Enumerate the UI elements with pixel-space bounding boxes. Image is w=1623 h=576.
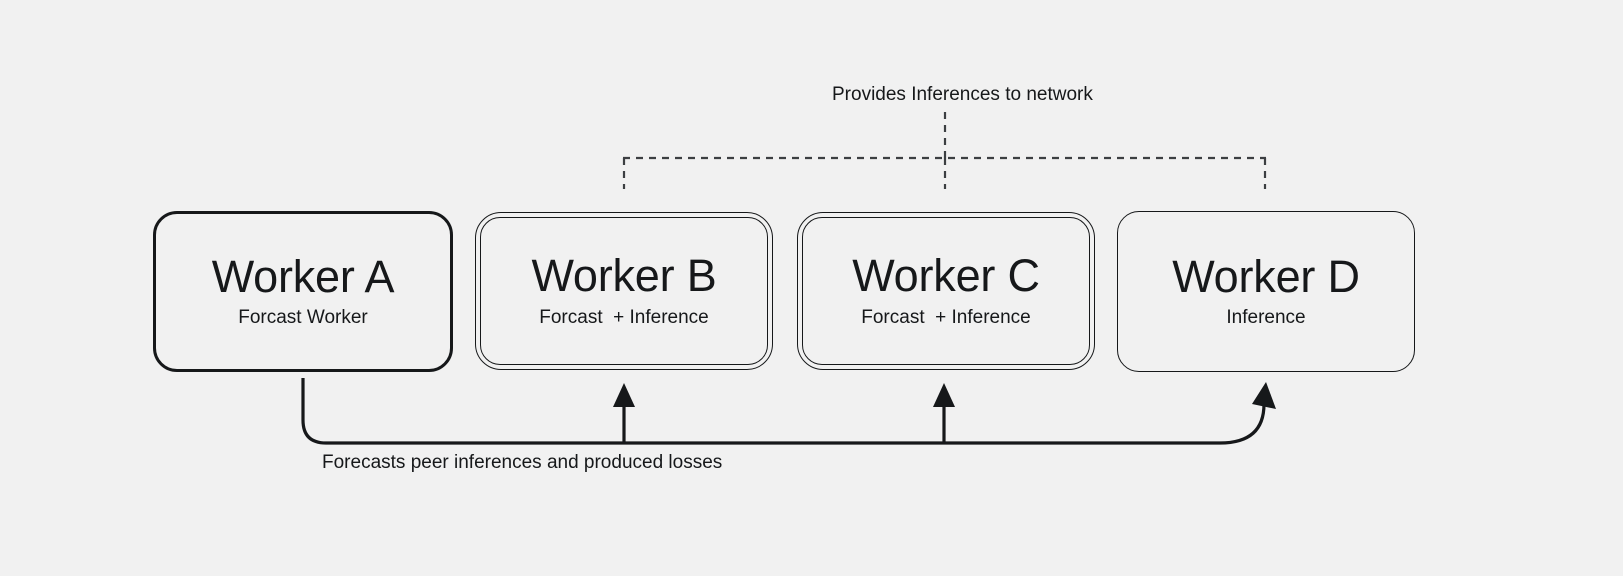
forecast-bus-solid (301, 378, 1266, 445)
forecast-riser-worker-d (1219, 403, 1266, 445)
node-title: Worker B (531, 250, 717, 302)
inference-bus-label: Provides Inferences to network (832, 84, 1093, 105)
node-title: Worker D (1172, 250, 1360, 302)
node-worker-b[interactable]: Worker B Forcast + Inference (475, 212, 773, 370)
arrowhead-worker-b (613, 383, 635, 407)
node-worker-d[interactable]: Worker D Inference (1117, 211, 1415, 372)
forecast-bus-label: Forecasts peer inferences and produced l… (322, 452, 723, 473)
node-subtitle: Forcast + Inference (539, 306, 709, 328)
node-worker-c[interactable]: Worker C Forcast + Inference (797, 212, 1095, 370)
node-subtitle: Inference (1226, 307, 1306, 329)
node-title: Worker A (211, 250, 395, 302)
arrowhead-worker-d (1252, 382, 1276, 409)
node-worker-a[interactable]: Worker A Forcast Worker (153, 211, 453, 372)
node-title: Worker C (852, 250, 1040, 302)
forecast-bus-trunk (301, 378, 1220, 445)
arrowhead-worker-c (933, 383, 955, 407)
node-subtitle: Forcast Worker (238, 307, 368, 329)
inference-bus-dashed (622, 112, 1267, 189)
node-subtitle: Forcast + Inference (861, 306, 1031, 328)
